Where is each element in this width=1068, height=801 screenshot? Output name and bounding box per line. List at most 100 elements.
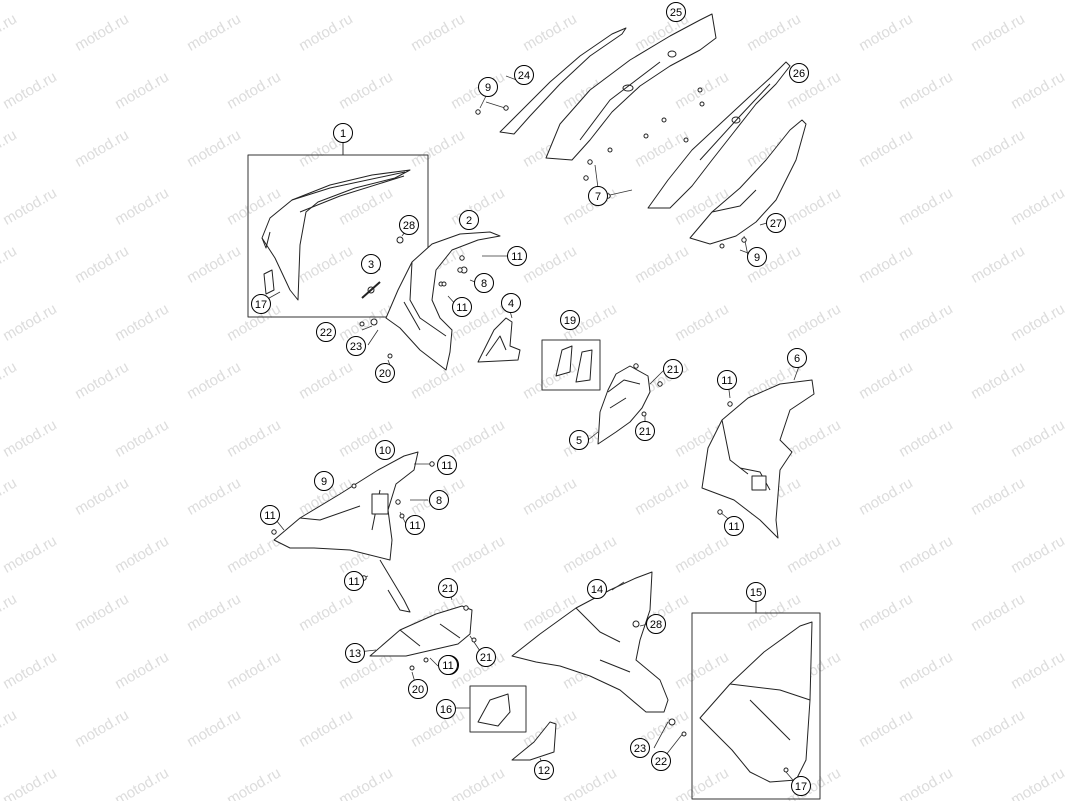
callout-21a: 21 [663, 359, 683, 379]
callout-11e: 11 [437, 455, 457, 475]
callout-circle [345, 643, 365, 663]
callout-17b: 17 [791, 776, 811, 796]
part-4-panel [477, 317, 521, 363]
callout-circle [534, 760, 554, 780]
callout-circle [514, 65, 534, 85]
callout-label: 12 [538, 765, 550, 777]
callout-label: 4 [508, 298, 514, 310]
callout-label: 17 [255, 299, 267, 311]
part-25-panel [545, 13, 717, 161]
callout-circle [452, 297, 472, 317]
callout-label: 5 [576, 435, 582, 447]
part-24-strip [499, 27, 627, 135]
part-1-box [247, 154, 429, 318]
callout-circle [747, 247, 767, 267]
callout-circle [717, 370, 737, 390]
callout-label: 10 [379, 445, 391, 457]
callout-circle [405, 515, 425, 535]
callout-8a: 8 [474, 273, 494, 293]
callout-23a: 23 [346, 336, 366, 356]
callout-circle [438, 578, 458, 598]
callout-circle [666, 2, 686, 22]
callout-label: 11 [721, 375, 732, 387]
callout-circle [251, 294, 271, 314]
callout-label: 11 [728, 521, 739, 533]
callout-circle [588, 186, 608, 206]
callout-circle [630, 738, 650, 758]
callout-circle [333, 123, 353, 143]
callout-label: 6 [794, 353, 800, 365]
callout-label: 26 [793, 68, 805, 80]
callout-label: 7 [595, 191, 601, 203]
callout-24: 24 [514, 65, 534, 85]
callout-circle [791, 776, 811, 796]
callout-circle [587, 579, 607, 599]
callout-label: 13 [349, 648, 361, 660]
callout-label: 21 [639, 426, 651, 438]
callout-circle [344, 571, 364, 591]
callout-label: 11 [441, 460, 452, 472]
callout-label: 9 [485, 82, 491, 94]
callout-label: 11 [456, 302, 467, 314]
part-5-panel [597, 365, 651, 445]
callout-label: 21 [667, 364, 679, 376]
callout-23b: 23 [630, 738, 650, 758]
callout-label: 23 [350, 341, 362, 353]
callout-label: 11 [442, 660, 453, 672]
callout-label: 11 [348, 576, 359, 588]
callout-label: 21 [442, 583, 454, 595]
callout-circle [361, 254, 381, 274]
callout-circle [789, 63, 809, 83]
callout-label: 15 [750, 587, 762, 599]
callout-11d: 11 [724, 516, 744, 536]
callout-circle [375, 440, 395, 460]
callout-25: 25 [666, 2, 686, 22]
callout-26: 26 [789, 63, 809, 83]
callout-label: 20 [379, 368, 391, 380]
callout-label: 11 [264, 510, 275, 522]
callout-circle [375, 363, 395, 383]
callout-circle [438, 655, 458, 675]
callout-2: 2 [459, 210, 479, 230]
callout-10: 10 [375, 440, 395, 460]
callout-19: 19 [560, 310, 580, 330]
callout-label: 28 [650, 619, 662, 631]
callout-14: 14 [587, 579, 607, 599]
callout-3: 3 [361, 254, 381, 274]
part-17-bracket [263, 269, 275, 295]
callout-label: 16 [440, 704, 452, 716]
callout-7: 7 [588, 186, 608, 206]
callout-circle [436, 699, 456, 719]
callout-13: 13 [345, 643, 365, 663]
callout-11j: 11 [438, 655, 458, 675]
part-13-panel [369, 605, 473, 657]
callout-label: 22 [655, 756, 667, 768]
callout-label: 1 [340, 128, 346, 140]
callout-11g: 11 [260, 505, 280, 525]
callout-label: 22 [320, 327, 332, 339]
callout-9c: 9 [314, 471, 334, 491]
callout-16: 16 [436, 699, 456, 719]
callout-circle [346, 336, 366, 356]
callout-label: 3 [368, 259, 374, 271]
callout-label: 11 [511, 251, 522, 263]
part-15-panel [699, 621, 813, 783]
callout-15: 15 [746, 582, 766, 602]
callout-label: 20 [412, 684, 424, 696]
part-27-panel [689, 119, 807, 245]
callout-21b: 21 [635, 421, 655, 441]
part-2-panel [385, 231, 501, 371]
callout-11b: 11 [452, 297, 472, 317]
callout-12: 12 [534, 760, 554, 780]
callout-label: 2 [466, 215, 472, 227]
callout-label: 8 [481, 278, 487, 290]
callout-9a: 9 [478, 77, 498, 97]
callout-27: 27 [766, 213, 786, 233]
callout-circle [476, 647, 496, 667]
callout-5: 5 [569, 430, 589, 450]
callout-label: 9 [754, 252, 760, 264]
callout-28a: 28 [399, 215, 419, 235]
callout-circle [501, 293, 521, 313]
callout-label: 25 [670, 7, 682, 19]
callout-circle [314, 471, 334, 491]
